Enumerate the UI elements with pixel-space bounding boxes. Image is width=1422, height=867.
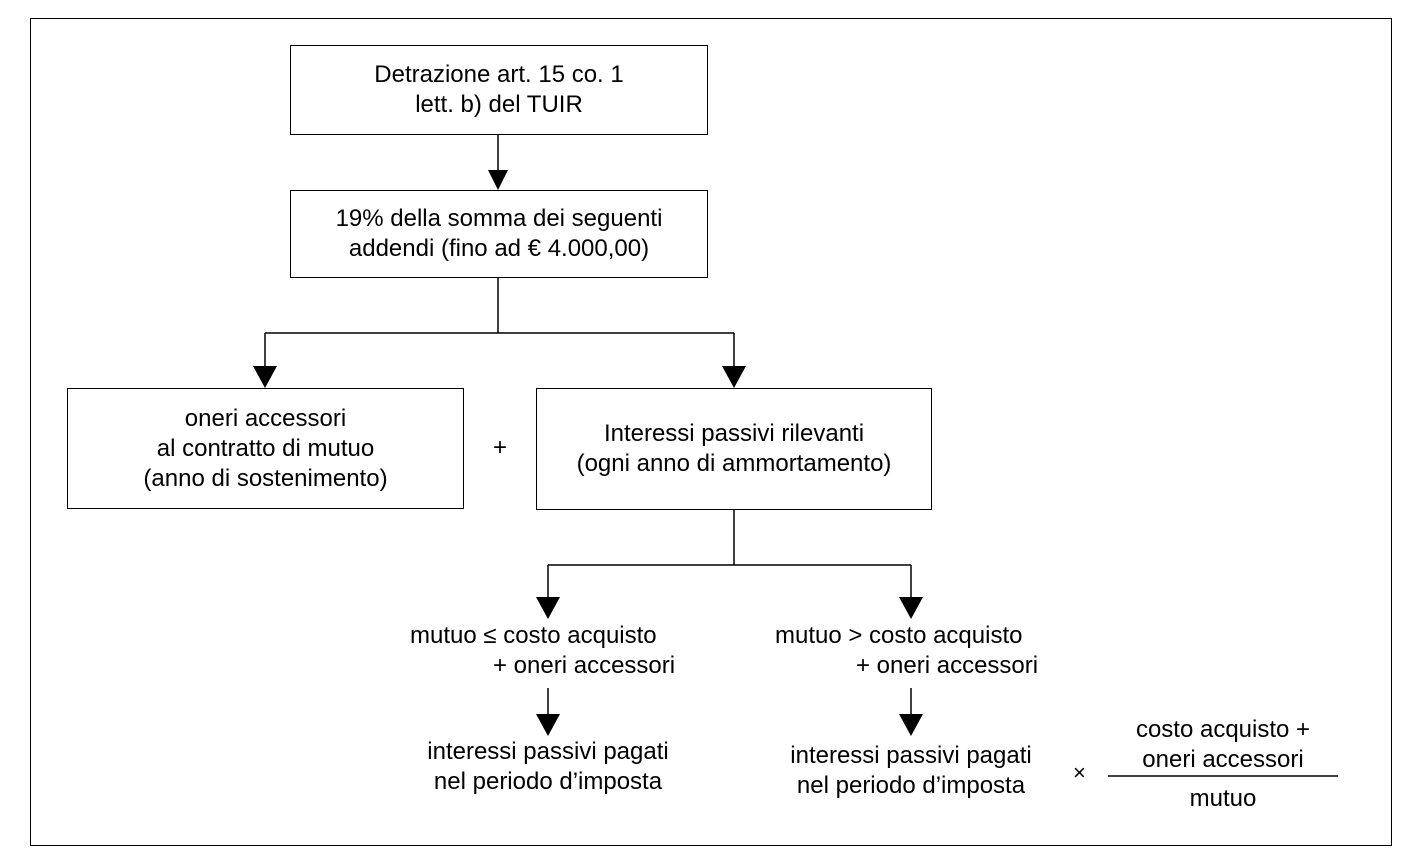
arrow-head-result-right <box>899 714 923 736</box>
box-oneri-line2: al contratto di mutuo <box>156 434 375 462</box>
box-19-percent: 19% della somma dei seguenti addendi (fi… <box>290 190 708 278</box>
box-detrazione-line2: lett. b) del TUIR <box>415 91 583 118</box>
case-left-line2: + oneri accessori <box>493 652 676 679</box>
arrow-head-result-left <box>536 714 560 736</box>
arrow-head-right <box>722 366 746 388</box>
result-right-line1: interessi passivi pagati <box>790 742 1032 769</box>
times-sign: × <box>1073 760 1086 785</box>
box-oneri-accessori: oneri accessori al contratto di mutuo (a… <box>67 388 464 509</box>
box-oneri-line3: (anno di sostenimento) <box>143 464 388 492</box>
box-19-percent-line1: 19% della somma dei seguenti <box>335 205 663 232</box>
box-interessi-line2: (ogni anno di ammortamento) <box>576 450 892 477</box>
box-detrazione-line1: Detrazione art. 15 co. 1 <box>374 61 624 88</box>
fraction-denominator: mutuo <box>1189 785 1257 812</box>
plus-sign: + <box>493 434 508 461</box>
arrow-head-left <box>253 366 277 388</box>
box-19-percent-line2: addendi (fino ad € 4.000,00) <box>348 235 650 262</box>
arrow-head-case-right <box>899 597 923 619</box>
diagram-frame <box>30 18 1392 846</box>
box-oneri-line1: oneri accessori <box>184 404 347 432</box>
result-right-line2: nel periodo d’imposta <box>796 772 1026 799</box>
result-left-line2: nel periodo d’imposta <box>433 768 663 795</box>
fraction-numerator-line2: oneri accessori <box>1142 746 1304 773</box>
box-detrazione: Detrazione art. 15 co. 1 lett. b) del TU… <box>290 45 708 135</box>
result-left-line1: interessi passivi pagati <box>427 738 669 765</box>
arrow-head-case-left <box>536 597 560 619</box>
case-left-line1: mutuo ≤ costo acquisto <box>410 622 657 649</box>
fraction-numerator-line1: costo acquisto + <box>1135 716 1311 743</box>
box-interessi-passivi: Interessi passivi rilevanti (ogni anno d… <box>536 388 932 510</box>
case-right-line1: mutuo > costo acquisto <box>775 622 1023 649</box>
arrow-head-top <box>488 170 508 190</box>
case-right-line2: + oneri accessori <box>856 652 1039 679</box>
box-interessi-line1: Interessi passivi rilevanti <box>603 420 865 447</box>
